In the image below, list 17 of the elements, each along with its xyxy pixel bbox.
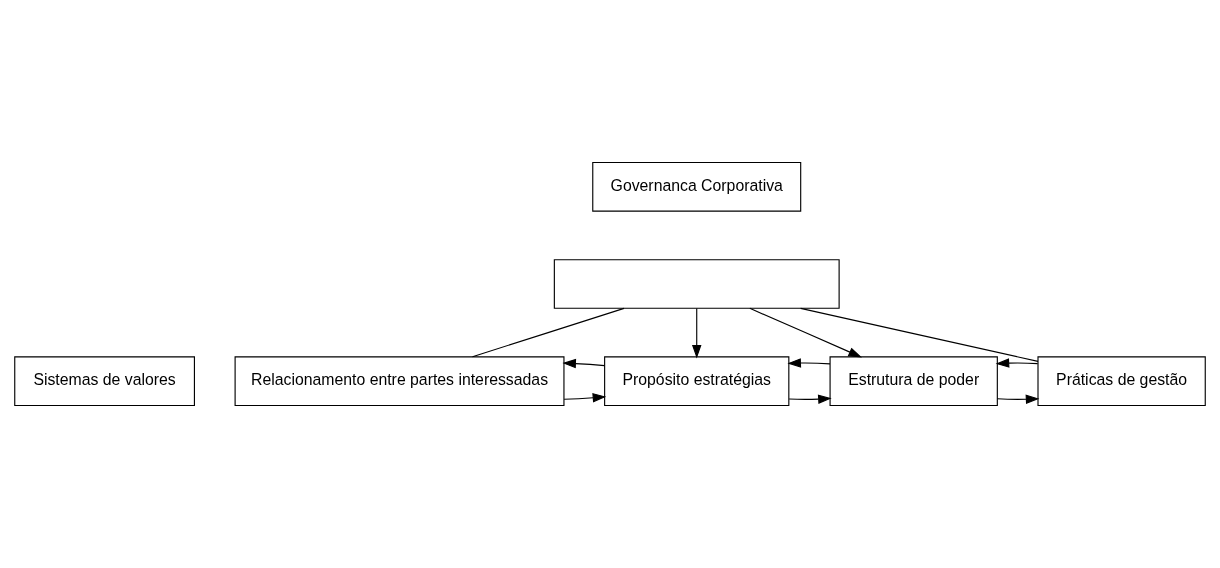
node-box: Sistemas de valores: [14, 356, 195, 407]
arrow: [692, 308, 702, 359]
connector: [471, 307, 625, 358]
arrow: [996, 394, 1040, 405]
node-box: Práticas de gestão: [1037, 356, 1206, 407]
arrow: [749, 307, 862, 358]
node-box: Relacionamento entre partes interessadas: [234, 356, 565, 407]
node-box: Propósito estratégias: [604, 356, 790, 407]
node-box: [553, 259, 840, 309]
arrow: [995, 358, 1039, 368]
arrow: [563, 393, 607, 403]
arrow: [788, 394, 832, 404]
arrow: [787, 358, 831, 368]
node-box: Governanca Corporativa: [592, 161, 802, 212]
node-box: Estrutura de poder: [829, 356, 998, 407]
arrow: [562, 358, 606, 369]
connector: [800, 307, 1039, 362]
